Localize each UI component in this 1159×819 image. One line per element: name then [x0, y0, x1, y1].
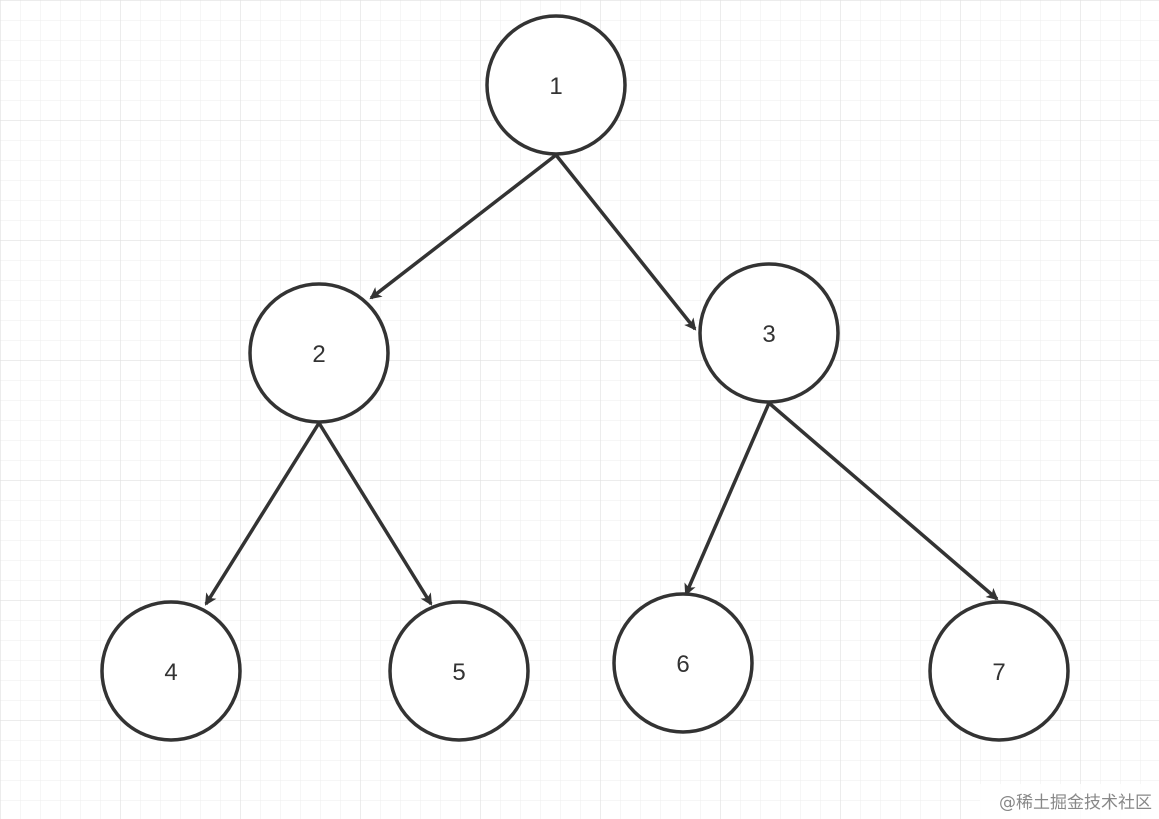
node-1: 1 — [485, 14, 627, 156]
node-circle-6 — [612, 592, 754, 734]
node-6: 6 — [612, 592, 754, 734]
edges-layer — [204, 153, 999, 606]
node-circle-1 — [485, 14, 627, 156]
node-label-5: 5 — [452, 659, 465, 686]
node-3: 3 — [698, 262, 840, 404]
node-circle-2 — [248, 282, 390, 424]
watermark-backdrop — [980, 784, 1159, 819]
node-circle-7 — [928, 600, 1070, 742]
node-label-7: 7 — [992, 659, 1005, 686]
node-label-2: 2 — [312, 341, 325, 368]
edge-arrow-2-4 — [204, 422, 321, 606]
nodes-layer: 1 2 3 4 5 6 7 — [100, 14, 1070, 742]
node-label-4: 4 — [164, 659, 177, 686]
node-label-1: 1 — [549, 73, 562, 100]
node-2: 2 — [248, 282, 390, 424]
edge-arrow-1-2 — [369, 153, 558, 300]
node-label-3: 3 — [762, 321, 775, 348]
edge-arrow-3-6 — [684, 402, 771, 596]
node-5: 5 — [388, 600, 530, 742]
node-7: 7 — [928, 600, 1070, 742]
watermark: @稀土掘金技术社区 — [999, 793, 1152, 813]
edge-arrow-2-5 — [317, 422, 433, 606]
node-circle-3 — [698, 262, 840, 404]
node-4: 4 — [100, 600, 242, 742]
node-circle-5 — [388, 600, 530, 742]
node-circle-4 — [100, 600, 242, 742]
edge-arrow-3-7 — [767, 401, 999, 601]
edge-arrow-1-3 — [554, 153, 697, 331]
node-label-6: 6 — [676, 651, 689, 678]
